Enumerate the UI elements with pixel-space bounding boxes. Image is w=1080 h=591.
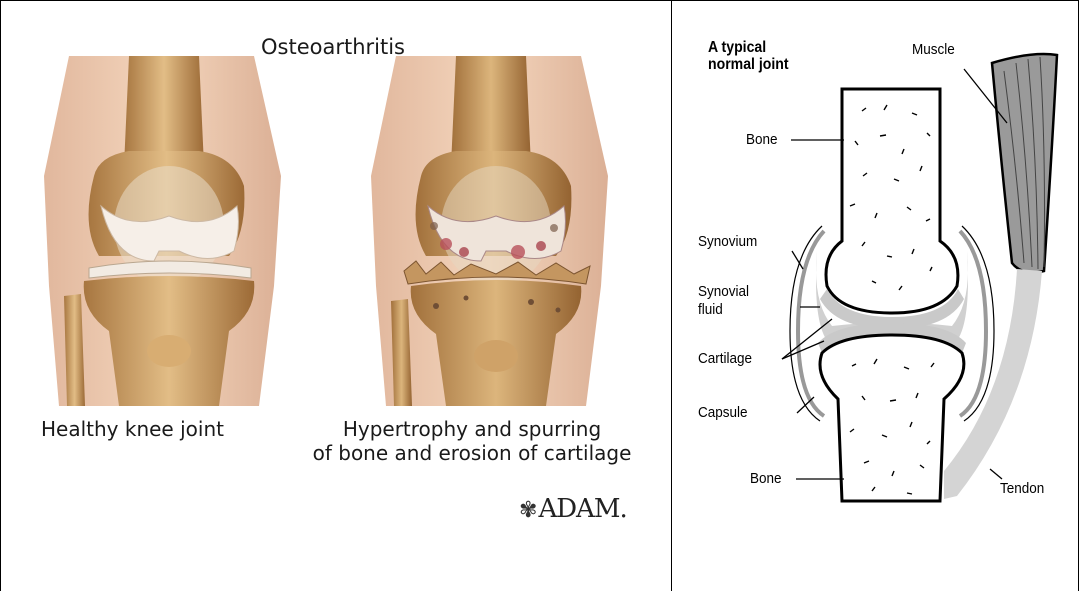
- label-tendon: Tendon: [1000, 480, 1044, 497]
- adam-leaf-icon: ✾: [519, 498, 536, 523]
- adam-logo-text: ADAM.: [538, 494, 626, 524]
- muscle-shape: [992, 54, 1057, 272]
- label-muscle: Muscle: [912, 41, 955, 58]
- adam-logo: ✾ADAM.: [519, 494, 627, 524]
- upper-bone: [826, 89, 958, 313]
- healthy-knee-illustration: [19, 56, 309, 406]
- osteoarthritis-panel: Osteoarthritis: [1, 1, 671, 591]
- hypertrophy-caption-line2: of bone and erosion of cartilage: [287, 441, 657, 465]
- label-bone-bottom: Bone: [750, 470, 782, 487]
- hypertrophy-knee-illustration: [346, 56, 646, 406]
- normal-joint-panel: A typical normal joint: [672, 1, 1078, 591]
- hypertrophy-caption: Hypertrophy and spurring of bone and ero…: [287, 417, 657, 465]
- label-cartilage: Cartilage: [698, 350, 752, 367]
- hypertrophy-caption-line1: Hypertrophy and spurring: [287, 417, 657, 441]
- healthy-knee-caption: Healthy knee joint: [41, 417, 224, 441]
- label-synovial-fluid-line2: fluid: [698, 301, 749, 319]
- label-bone-top: Bone: [746, 131, 778, 148]
- lower-bone: [820, 335, 964, 501]
- label-synovium: Synovium: [698, 233, 757, 250]
- label-synovial-fluid-line1: Synovial: [698, 283, 749, 301]
- label-capsule: Capsule: [698, 404, 748, 421]
- label-synovial-fluid: Synovial fluid: [698, 283, 749, 319]
